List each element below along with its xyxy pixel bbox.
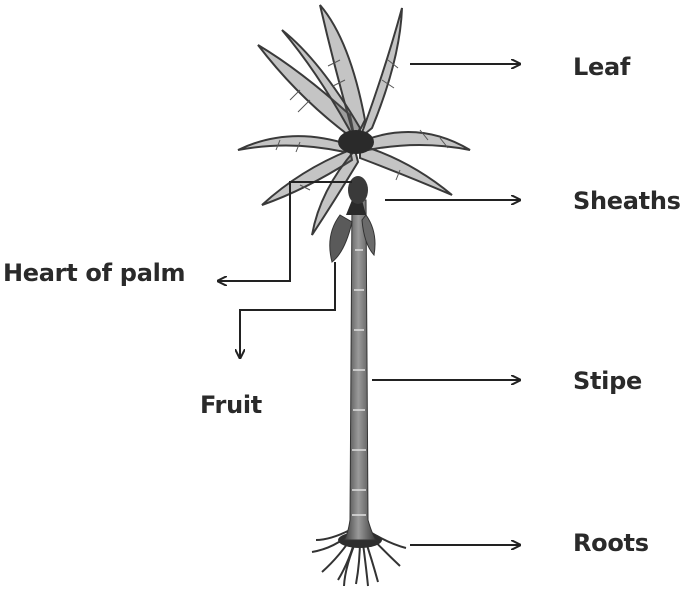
label-sheaths: Sheaths bbox=[573, 187, 681, 215]
label-heart-of-palm: Heart of palm bbox=[3, 259, 185, 287]
fruit-arrow bbox=[240, 262, 335, 358]
label-leaf: Leaf bbox=[573, 53, 630, 81]
sheath-drawing bbox=[348, 176, 368, 204]
label-roots: Roots bbox=[573, 529, 649, 557]
label-fruit: Fruit bbox=[200, 391, 262, 419]
crown-center bbox=[338, 130, 374, 154]
label-stipe: Stipe bbox=[573, 367, 642, 395]
